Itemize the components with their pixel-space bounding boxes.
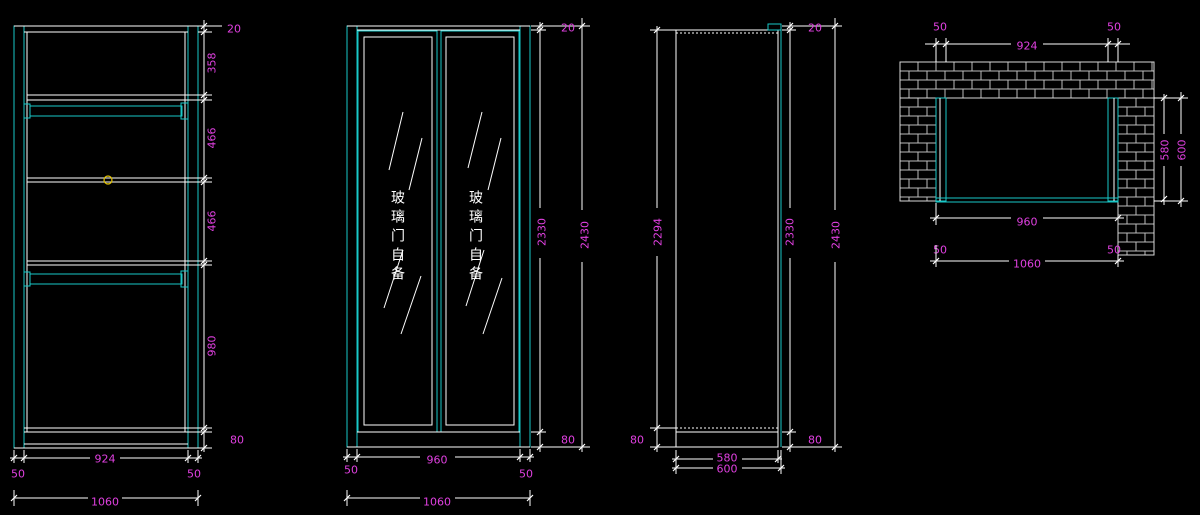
dim-top-text: 20 [561,22,575,35]
dim-side-left-bottom-text: 50 [933,244,947,257]
dim-side-right-bottom-text: 50 [1107,244,1121,257]
dim-inner-width-text: 924 [95,453,116,466]
dim-side-left-text: 50 [11,468,25,481]
dim-total-height-text: 2430 [830,221,843,249]
elevation-open-shelf: 20 358 466 466 980 80 924 50 50 1060 [10,20,244,509]
plan-dimension-top [925,38,1130,62]
vertical-dimension-total [831,18,839,452]
horizontal-dimension-total [10,490,202,506]
dim-body-height-text: 2330 [784,218,797,246]
horizontal-dimension-inner [343,449,534,462]
bottom-shelf [24,427,188,433]
door-label-right: 玻璃门自备 [467,190,483,285]
dim-total-height-text: 2430 [579,221,592,249]
horizontal-dimension-depth [672,450,785,474]
dim-section-3-text: 466 [206,211,219,232]
dim-base-text: 80 [561,434,575,447]
plinth [347,431,530,448]
elevation-side: 2294 80 20 2330 2430 80 580 600 [630,18,843,476]
brick-wall-top [899,61,1155,99]
door-label-left: 玻璃门自备 [389,190,405,285]
knob-icon [103,175,113,185]
elevation-glass-doors: 20 2330 2430 80 960 50 50 1060 [343,18,592,509]
dim-opening-width-text: 960 [1017,216,1038,229]
shelf-1 [27,94,185,101]
vertical-dimension-body [782,22,842,452]
dim-section-1-text: 358 [206,53,219,74]
dim-side-right-text: 50 [519,468,533,481]
plan-dimension-total [930,245,1124,267]
dim-inner-width-text: 924 [1017,40,1038,53]
brick-wall-hatch [900,62,1154,255]
dim-body-height-text: 2330 [536,218,549,246]
dim-section-4-text: 980 [206,336,219,357]
dim-side-right-top-text: 50 [1107,21,1121,34]
dim-side-right-text: 50 [187,468,201,481]
plan-dimension-opening [930,203,1124,225]
cabinet-side-outline [675,29,779,448]
dim-top-text: 20 [227,23,241,36]
plan-right-side-panel [1107,97,1119,202]
vertical-dimension-chain [185,20,222,452]
plan-view: 50 50 924 580 600 960 50 50 1060 [899,21,1189,271]
vertical-dimension-inner [650,26,676,452]
dim-inner-depth-text: 580 [717,452,738,465]
top-back-notch [767,23,782,31]
plan-front-edge [935,197,1119,203]
hanging-rail-lower [23,270,189,288]
dim-base-right-text: 80 [808,434,822,447]
plan-left-side-panel [935,97,947,202]
dim-inner-width-text: 960 [427,454,448,467]
dim-base-left-text: 80 [630,434,644,447]
horizontal-dimension-inner [10,450,202,463]
horizontal-dimension-total [343,490,534,506]
dim-section-2-text: 466 [206,128,219,149]
shelf-2 [27,177,185,183]
left-door-glass-pane [363,36,433,426]
dim-inner-depth-text: 580 [1159,140,1172,161]
shelf-3 [27,260,185,266]
glass-hatch-lines [383,111,503,335]
hanging-rail-upper [23,102,189,120]
dim-base-text: 80 [230,434,244,447]
vertical-dimension-total [578,18,586,452]
plinth [14,443,198,449]
plan-dimension-right [1154,92,1188,207]
dim-inner-height-text: 2294 [652,218,665,246]
dim-total-depth-text: 600 [717,463,738,476]
dim-total-width-text: 1060 [1013,258,1041,271]
dim-side-left-text: 50 [344,464,358,477]
dim-total-depth-text: 600 [1176,140,1189,161]
dim-total-width-text: 1060 [423,496,451,509]
dim-total-width-text: 1060 [91,496,119,509]
dim-side-left-top-text: 50 [933,21,947,34]
dim-top-text: 20 [808,22,822,35]
right-door-glass-pane [445,36,515,426]
vertical-dimension-body [531,22,590,452]
